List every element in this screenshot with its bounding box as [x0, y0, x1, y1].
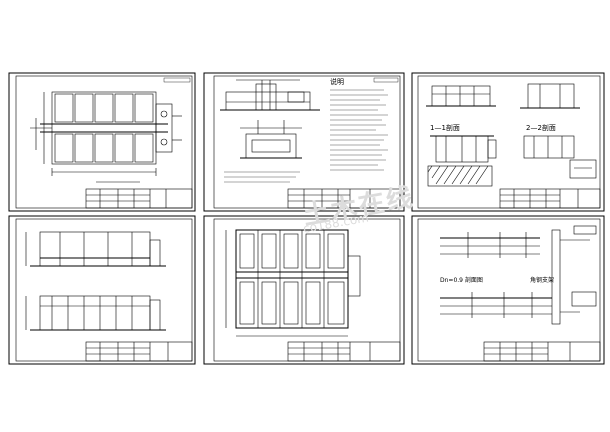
plan-grid — [236, 230, 348, 328]
title-block-3 — [499, 188, 601, 209]
plan-cells — [54, 93, 154, 163]
sheet-sections[interactable] — [411, 72, 605, 212]
section-1-1-label: 1—1剖面 — [430, 123, 460, 132]
sheet-notes[interactable] — [203, 72, 405, 212]
title-block-6 — [483, 341, 601, 362]
pipe-section-label: Dn=0.9 剖面图 — [440, 276, 483, 284]
title-block-5 — [287, 341, 401, 362]
title-block-2 — [287, 188, 401, 209]
bracket-label: 角钢支架 — [530, 276, 554, 284]
sheet-plan-top[interactable] — [8, 72, 196, 212]
title-block-4 — [85, 341, 193, 362]
sheet-plan-bottom[interactable] — [203, 215, 405, 365]
notes-heading: 说明 — [330, 77, 344, 86]
section-2-2-label: 2—2剖面 — [526, 123, 556, 132]
sheet-pipe-detail[interactable] — [411, 215, 605, 365]
sheet-elevation[interactable] — [8, 215, 196, 365]
notes-text-lines — [224, 89, 388, 183]
hatch-detail — [427, 165, 493, 187]
title-block-1 — [85, 188, 193, 209]
